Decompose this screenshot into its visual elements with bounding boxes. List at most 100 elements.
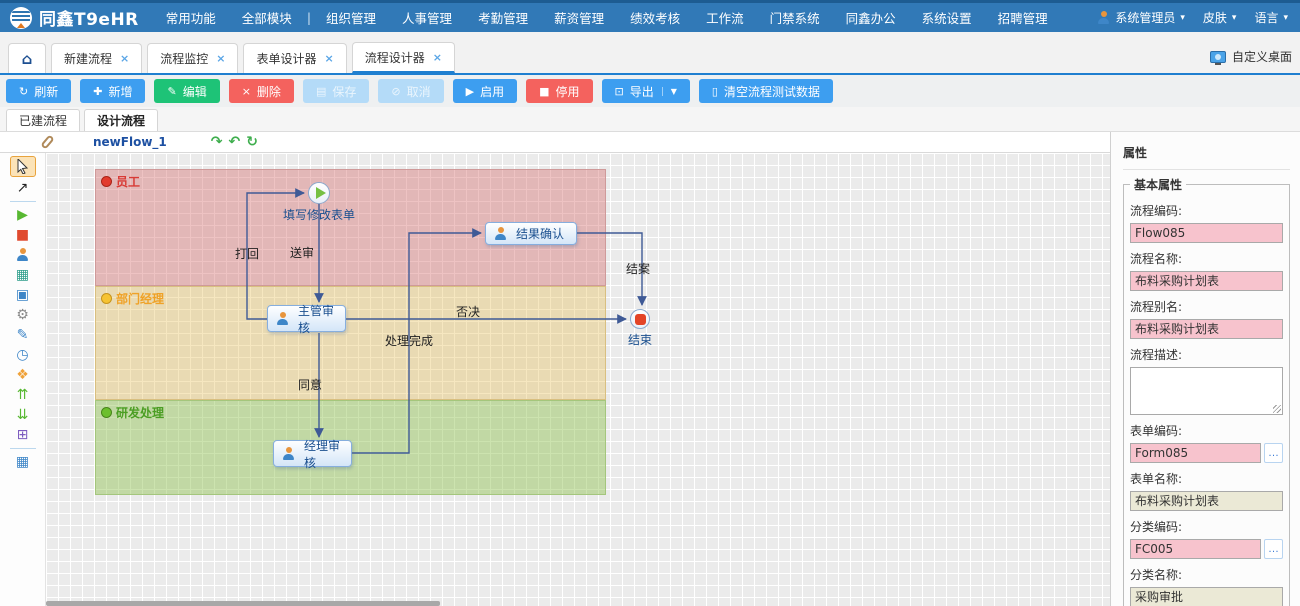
sync-icon[interactable]: ↻ [246,134,258,150]
menu-item-recruit[interactable]: 招聘管理 [997,11,1048,26]
disable-button[interactable]: ■ 停用 [526,79,593,103]
task-node-manager-review[interactable]: 主管审核 [267,304,346,335]
task-label: 经理审核 [304,438,341,470]
custom-desktop-button[interactable]: 自定义桌面 [1209,48,1292,65]
field-label-flow-name: 流程名称: [1130,252,1183,266]
close-icon[interactable]: × [120,52,130,65]
enable-button[interactable]: ▶ 启用 [452,79,518,103]
document-tabbar: ⌂ 新建流程 × 流程监控 × 表单设计器 × 流程设计器 × 自定义桌面 [0,32,1300,75]
subtab-built-flows[interactable]: 已建流程 [6,109,81,131]
button-label: 启用 [480,84,505,99]
refresh-button[interactable]: ↻ 刷新 [6,79,72,103]
user-task-tool[interactable] [11,245,35,264]
end-node[interactable] [630,309,650,329]
save-button[interactable]: ▤ 保存 [302,79,370,103]
menu-item-office[interactable]: 同鑫办公 [845,11,896,26]
edit-icon: ✎ [167,84,177,98]
select-tool[interactable] [9,156,36,177]
user-menu[interactable]: 系统管理员 ▾ [1097,9,1185,26]
delete-button[interactable]: × 删除 [228,79,294,103]
start-node-tool[interactable]: ▶ [17,206,28,223]
clear-test-data-button[interactable]: ▯ 清空流程测试数据 [698,79,833,103]
flow-description-textarea[interactable] [1130,367,1283,415]
chevron-down-icon: ▾ [1283,12,1288,23]
lane-dot-icon [101,293,112,304]
flow-alias-input[interactable]: 布料采购计划表 [1130,319,1283,339]
menu-item-salary[interactable]: 薪资管理 [554,11,605,26]
user-name: 系统管理员 [1115,11,1176,25]
tab-flow-designer[interactable]: 流程设计器 × [351,42,455,73]
export-button[interactable]: ⊡ 导出 ▼ [601,79,690,103]
task-node-director-review[interactable]: 经理审核 [273,439,352,470]
auto-task-tool[interactable]: ▦ [15,266,30,283]
subtab-design-flow[interactable]: 设计流程 [84,109,159,131]
cancel-button[interactable]: ⊘ 取消 [378,79,444,103]
tab-form-designer[interactable]: 表单设计器 × [243,43,347,73]
edge-label-return: 打回 [234,247,259,261]
model-tool[interactable]: ⊞ [16,426,29,443]
palette-divider [9,448,36,449]
menu-item-all-modules[interactable]: 全部模块 [241,11,292,26]
button-label: 停用 [555,84,580,99]
plugin-tool[interactable]: ❖ [16,366,29,383]
menu-item-hr[interactable]: 人事管理 [402,11,453,26]
language-label: 语言 [1254,11,1279,25]
comment-tool[interactable]: ✎ [16,326,29,343]
form-code-input[interactable]: Form085 [1130,443,1261,463]
add-button[interactable]: ✚ 新增 [80,79,146,103]
flow-name-input[interactable]: 布料采购计划表 [1130,271,1283,291]
menu-item-common[interactable]: 常用功能 [165,11,216,26]
menu-item-access[interactable]: 门禁系统 [769,11,820,26]
fork-tool[interactable]: ⇊ [16,406,29,423]
undo-icon[interactable]: ↶ [228,134,241,150]
field-label-form-code: 表单编码: [1130,424,1183,438]
start-node[interactable] [308,182,330,204]
tab-home[interactable]: ⌂ [8,43,46,73]
properties-panel: 属性 基本属性 流程编码: Flow085 流程名称: 布料采购计划表 流程别名… [1110,132,1300,606]
close-icon[interactable]: × [324,52,334,65]
category-code-picker-button[interactable]: … [1264,539,1283,559]
home-icon: ⌂ [21,49,33,68]
chevron-down-icon[interactable]: ▼ [661,86,677,96]
basic-properties-group: 基本属性 流程编码: Flow085 流程名称: 布料采购计划表 流程别名: 布… [1123,176,1290,606]
close-icon[interactable]: × [216,52,226,65]
close-icon[interactable]: × [432,50,442,64]
menu-item-performance[interactable]: 绩效考核 [630,11,681,26]
top-navbar: 同鑫T9eHR 常用功能 全部模块 | 组织管理 人事管理 考勤管理 薪资管理 … [0,0,1300,32]
menu-item-org[interactable]: 组织管理 [326,11,377,26]
button-label: 清空流程测试数据 [723,84,820,99]
menu-item-attendance[interactable]: 考勤管理 [478,11,529,26]
lane-dot-icon [101,407,112,418]
end-node-tool[interactable]: ■ [15,226,30,243]
flow-canvas[interactable]: 员工 部门经理 研发处理 [46,153,1110,606]
monitor-task-tool[interactable]: ▣ [15,286,30,303]
settings-tool[interactable]: ⚙ [16,306,29,323]
form-code-picker-button[interactable]: … [1264,443,1283,463]
tab-label: 表单设计器 [256,52,317,66]
join-tool[interactable]: ⇈ [16,386,29,403]
flow-name[interactable]: newFlow_1 [93,135,167,149]
timer-tool[interactable]: ◷ [16,346,29,363]
user-avatar-icon [1097,11,1110,24]
language-menu[interactable]: 语言 ▾ [1254,9,1288,26]
flow-code-input[interactable]: Flow085 [1130,223,1283,243]
tab-flow-monitor[interactable]: 流程监控 × [147,43,239,73]
tab-new-flow[interactable]: 新建流程 × [51,43,143,73]
button-label: 取消 [406,84,431,99]
attachment-icon[interactable] [40,134,55,150]
skin-menu[interactable]: 皮肤 ▾ [1203,9,1237,26]
category-code-input[interactable]: FC005 [1130,539,1261,559]
redo-icon[interactable]: ↷ [210,134,223,150]
button-label: 删除 [256,84,281,99]
task-node-confirm[interactable]: 结果确认 [485,222,577,245]
connector-tool[interactable]: ↗ [16,179,29,196]
edit-button[interactable]: ✎ 编辑 [154,79,220,103]
main-menu: 常用功能 全部模块 | 组织管理 人事管理 考勤管理 薪资管理 绩效考核 工作流… [153,8,1061,27]
menu-item-workflow[interactable]: 工作流 [706,11,744,26]
swimlane-dept-manager[interactable]: 部门经理 [95,286,606,400]
trash-icon: ▯ [711,84,718,98]
menu-item-settings[interactable]: 系统设置 [921,11,972,26]
layout-tool[interactable]: ▦ [15,453,30,470]
horizontal-scrollbar[interactable] [46,601,440,606]
